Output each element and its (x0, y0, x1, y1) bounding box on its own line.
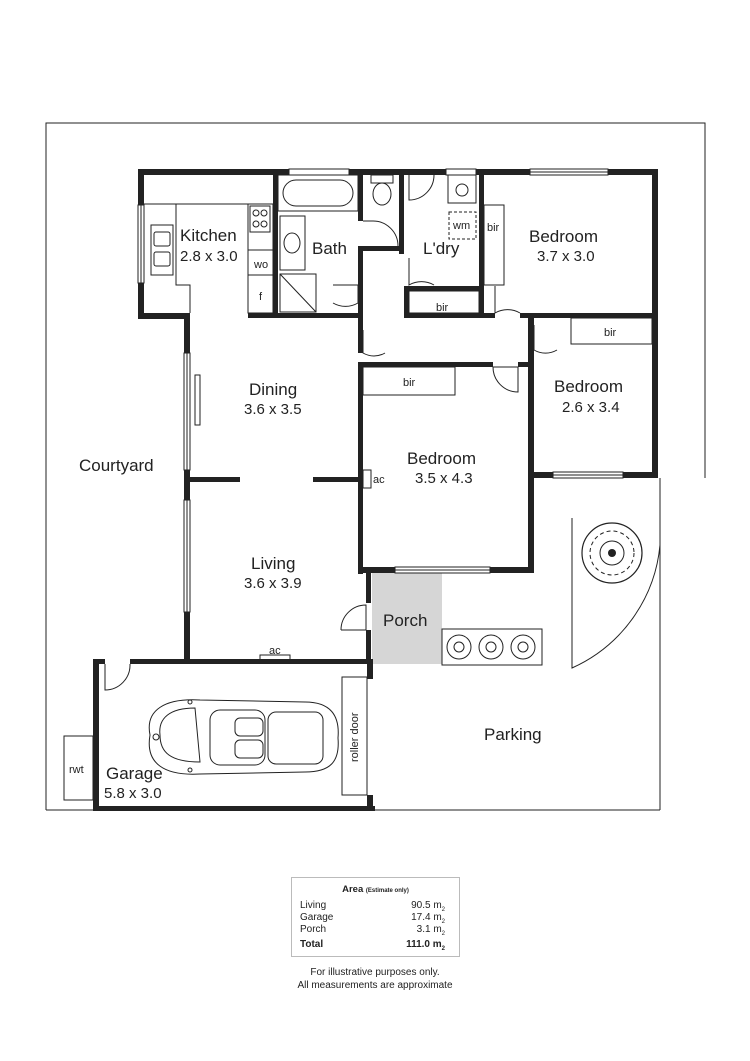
bedroom1-dims: 3.7 x 3.0 (537, 248, 595, 265)
dining-label: Dining (249, 380, 297, 399)
courtyard-label: Courtyard (79, 456, 154, 475)
bath-label: Bath (312, 239, 347, 258)
area-row-garage: Garage 17.4 m2 (300, 912, 445, 925)
built-in-robes (362, 204, 653, 396)
garden-bed (441, 628, 543, 666)
dining-dims: 3.6 x 3.5 (244, 401, 302, 418)
laundry-label: L'dry (423, 239, 460, 258)
area-row-living: Living 90.5 m2 (300, 900, 445, 913)
fridge-label: f (259, 291, 263, 303)
disclaimer-line-2: All measurements are approximate (297, 980, 453, 991)
area-subtitle: (Estimate only) (365, 888, 409, 894)
disclaimer-line-1: For illustrative purposes only. (310, 967, 440, 978)
car-icon (148, 699, 339, 775)
ac-unit-living (259, 654, 291, 661)
ac-label-living: ac (269, 645, 281, 657)
windows (137, 168, 624, 613)
porch-label: Porch (383, 611, 427, 630)
living-label: Living (251, 554, 295, 573)
garage-dims: 5.8 x 3.0 (104, 785, 162, 802)
roller-door (341, 676, 368, 796)
parking-label: Parking (484, 725, 542, 744)
bir-label-laundry: bir (436, 302, 449, 314)
bedroom1-label: Bedroom (529, 227, 598, 246)
area-title: Area (Estimate only) (342, 884, 409, 895)
kitchen-fixtures (144, 203, 274, 314)
bir-label-bed3: bir (403, 377, 416, 389)
roller-door-label: roller door (349, 712, 361, 762)
washing-machine-label: wm (452, 220, 470, 232)
bedroom2-label: Bedroom (554, 377, 623, 396)
walls (93, 169, 658, 811)
bir-label-bed1: bir (487, 222, 500, 234)
porch-area (372, 572, 442, 664)
area-row-total: Total 111.0 m2 (300, 939, 445, 952)
bedroom3-label: Bedroom (407, 449, 476, 468)
fixture-labels: wo f wm bir bir bir bir ac ac rwt roller… (69, 220, 617, 776)
living-dims: 3.6 x 3.9 (244, 575, 302, 592)
bedroom2-dims: 2.6 x 3.4 (562, 399, 620, 416)
ac-unit (362, 469, 372, 489)
rainwater-tank (63, 735, 94, 801)
tree-icon (571, 518, 661, 669)
wall-oven-label: wo (253, 259, 268, 271)
area-row-porch: Porch 3.1 m2 (300, 924, 445, 937)
room-labels: Kitchen 2.8 x 3.0 Bath L'dry Bedroom 3.7… (79, 226, 623, 802)
ac-label-bed3: ac (373, 474, 385, 486)
bedroom3-dims: 3.5 x 4.3 (415, 470, 473, 487)
rwt-label: rwt (69, 764, 84, 776)
kitchen-label: Kitchen (180, 226, 237, 245)
doors (104, 174, 558, 691)
bath-fixtures (277, 174, 477, 313)
garage-label: Garage (106, 764, 163, 783)
kitchen-dims: 2.8 x 3.0 (180, 248, 238, 265)
bir-label-bed2: bir (604, 327, 617, 339)
area-table: Area (Estimate only) Living 90.5 m2 Gara… (291, 877, 460, 957)
